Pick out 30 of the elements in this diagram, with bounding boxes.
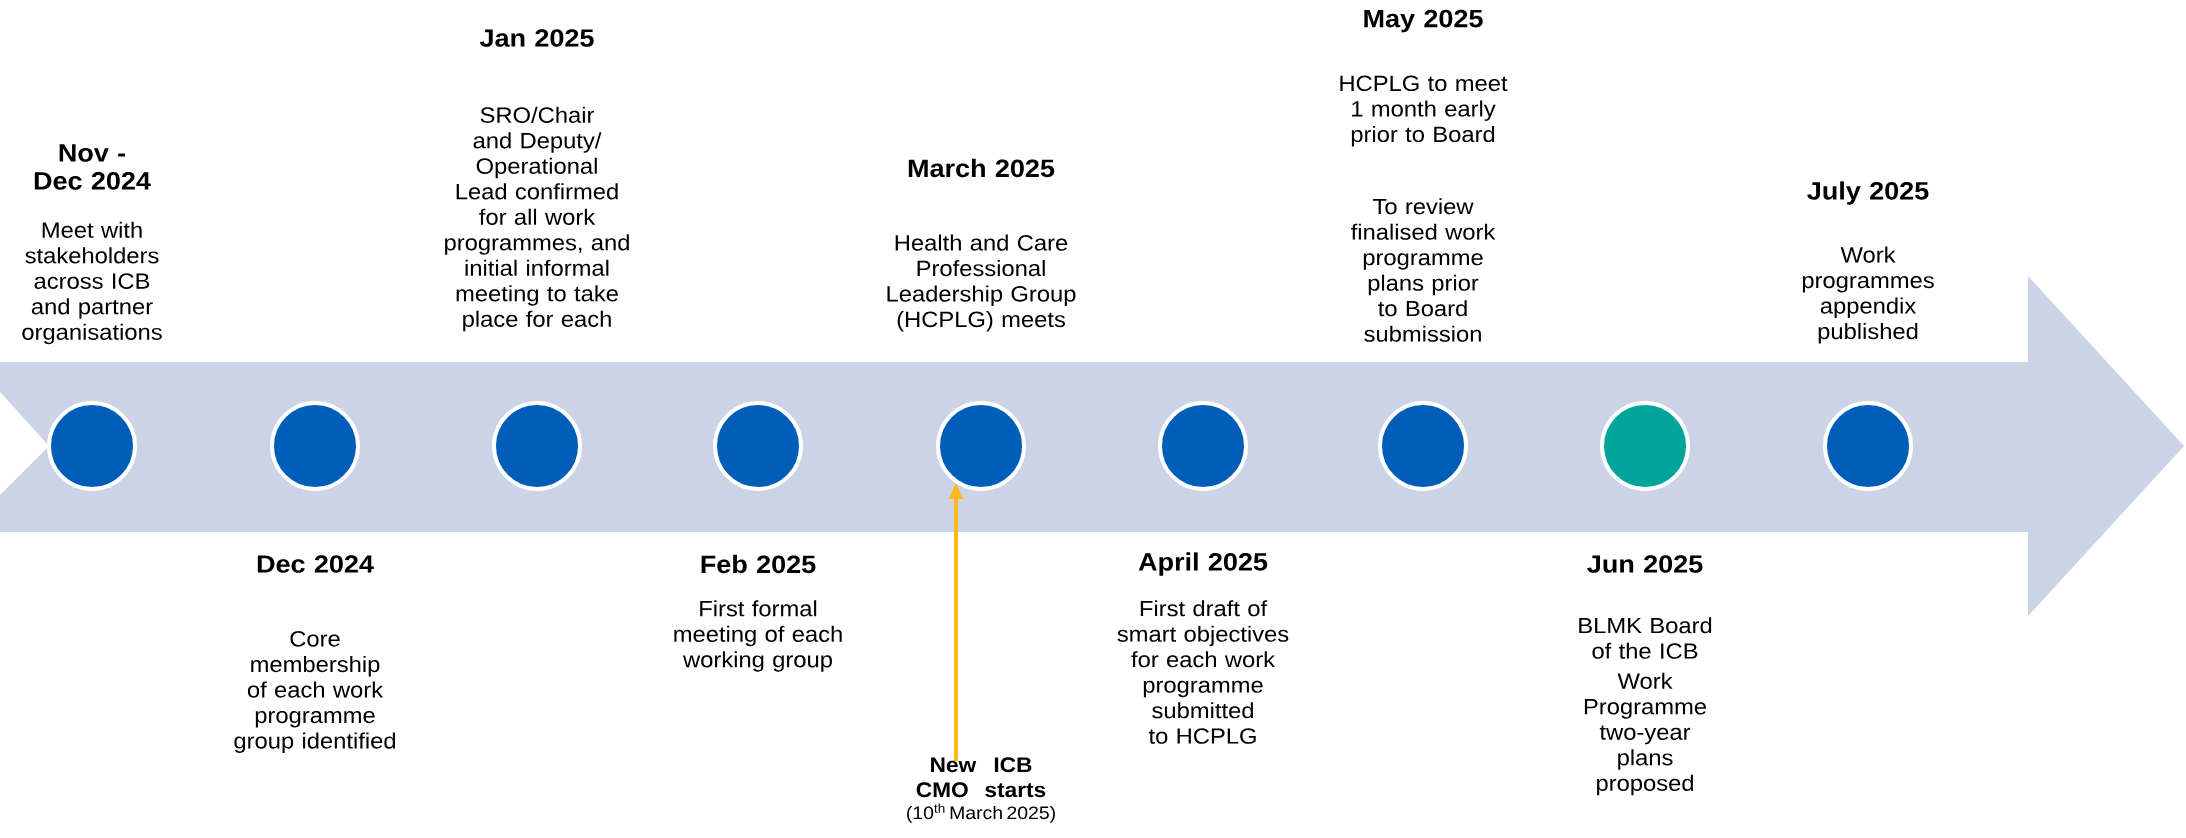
event-description: Health and Care Professional Leadership Group (HCPLG) meets	[887, 234, 1076, 332]
event-description: Work Programme two-year plans proposed	[1584, 672, 1706, 796]
timeline-dot	[1823, 401, 1914, 491]
event-description: To review finalised work programme plans prior to Board submission	[1351, 198, 1496, 342]
timeline-dot	[270, 401, 360, 491]
timeline-dot	[492, 401, 582, 491]
event-description: Work programmes appendix published	[1802, 246, 1934, 344]
event-description: Meet with stakeholders across ICB and partner organisations	[22, 221, 162, 345]
timeline-dot	[1158, 401, 1248, 491]
date-heading: Dec 2024	[257, 555, 374, 573]
event-description: First formal meeting of each working group	[674, 600, 842, 672]
event-description: First draft of smart objectives for each work programme submitted to HCPLG	[1117, 600, 1289, 744]
timeline-dot	[936, 401, 1026, 491]
date-heading: Nov - Dec 2024	[34, 144, 151, 190]
milestone-note: New ICB CMO starts (10$^{th}$ March 2025)	[907, 757, 1055, 823]
date-heading: April 2025	[1138, 552, 1268, 576]
timeline-dot	[1378, 401, 1468, 491]
event-description: Core membership of each work programme group identified	[234, 631, 396, 753]
timeline-dot	[713, 401, 803, 491]
date-heading: May 2025	[1364, 9, 1483, 33]
timeline-dot	[1600, 401, 1690, 491]
event-description: HCPLG to meet 1 month early prior to Board	[1340, 75, 1508, 147]
date-heading: Jun 2025	[1587, 555, 1703, 573]
event-description: BLMK Board of the ICB	[1579, 617, 1712, 659]
event-description: SRO/Chair and Deputy/ Operational Lead confirmed for all work programmes, and initial informal meeting to take place for each	[445, 106, 629, 332]
date-heading: Jan 2025	[479, 29, 594, 47]
date-heading: Feb 2025	[701, 554, 816, 574]
timeline-dot	[47, 401, 137, 491]
date-heading: July 2025	[1807, 181, 1929, 205]
date-heading: March 2025	[908, 158, 1055, 178]
